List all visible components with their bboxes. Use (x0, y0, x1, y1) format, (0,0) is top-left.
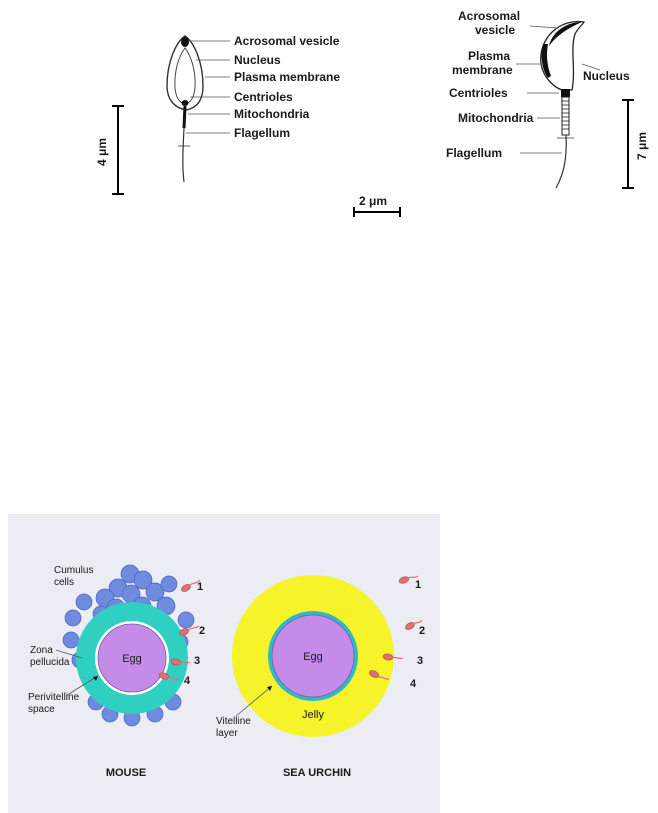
mouse-egg-label: Egg (122, 653, 142, 665)
sea-urchin-egg-label: Egg (303, 651, 323, 663)
label-acrosomal-right-line1: Acrosomal (458, 9, 520, 23)
right-sperm-drawing (541, 21, 584, 188)
right-scale-label: 7 μm (635, 132, 649, 160)
sperm-anatomy-figure: 4 μm Acrosomal vesicle Nucleus Plasma me… (0, 0, 658, 230)
label-flagellum-right: Flagellum (446, 146, 502, 160)
left-sperm-drawing (167, 36, 203, 182)
label-plasma-right-line1: Plasma (468, 49, 510, 63)
sea-urchin-caption: SEA URCHIN (283, 767, 351, 779)
label-plasma-right-line2: membrane (452, 63, 513, 77)
sea-urchin-jelly-label: Jelly (302, 709, 325, 721)
sea-urchin-stage-1: 1 (415, 579, 421, 591)
mouse-stage-4: 4 (184, 675, 191, 687)
label-zona-line1: Zona (30, 645, 53, 656)
sea-urchin-stage-4: 4 (410, 678, 417, 690)
label-perivitelline-line2: space (28, 704, 55, 715)
label-nucleus-left: Nucleus (234, 53, 281, 67)
label-plasma-membrane-left: Plasma membrane (234, 70, 340, 84)
label-nucleus-right: Nucleus (583, 69, 630, 83)
label-centrioles-left: Centrioles (234, 90, 293, 104)
label-zona-line2: pellucida (30, 657, 70, 668)
sea-urchin-stage-2: 2 (419, 625, 425, 637)
center-scale-bar: 2 μm (354, 194, 400, 217)
left-scale-label: 4 μm (95, 138, 109, 166)
right-scale-bar: 7 μm (622, 100, 649, 188)
mouse-stage-3: 3 (194, 655, 200, 667)
mouse-caption: MOUSE (106, 767, 146, 779)
label-perivitelline-line1: Perivitelline (28, 692, 80, 703)
left-scale-bar: 4 μm (95, 106, 124, 194)
sea-urchin-stage-3: 3 (417, 655, 423, 667)
mouse-stage-2: 2 (199, 625, 205, 637)
egg-comparison-figure: Egg 1 2 3 4 Cumulus cells Zona pellucida… (8, 514, 440, 813)
label-acrosomal-vesicle-left: Acrosomal vesicle (234, 34, 340, 48)
label-vitelline-line1: Vitelline (216, 716, 251, 727)
mouse-stage-1: 1 (197, 581, 203, 593)
label-centrioles-right: Centrioles (449, 86, 508, 100)
label-acrosomal-right-line2: vesicle (475, 23, 515, 37)
label-mitochondria-right: Mitochondria (458, 111, 534, 125)
label-cumulus-line1: Cumulus (54, 565, 93, 576)
label-flagellum-left: Flagellum (234, 126, 290, 140)
label-cumulus-line2: cells (54, 577, 74, 588)
label-vitelline-line2: layer (216, 728, 238, 739)
label-mitochondria-left: Mitochondria (234, 107, 310, 121)
center-scale-label: 2 μm (359, 194, 387, 208)
